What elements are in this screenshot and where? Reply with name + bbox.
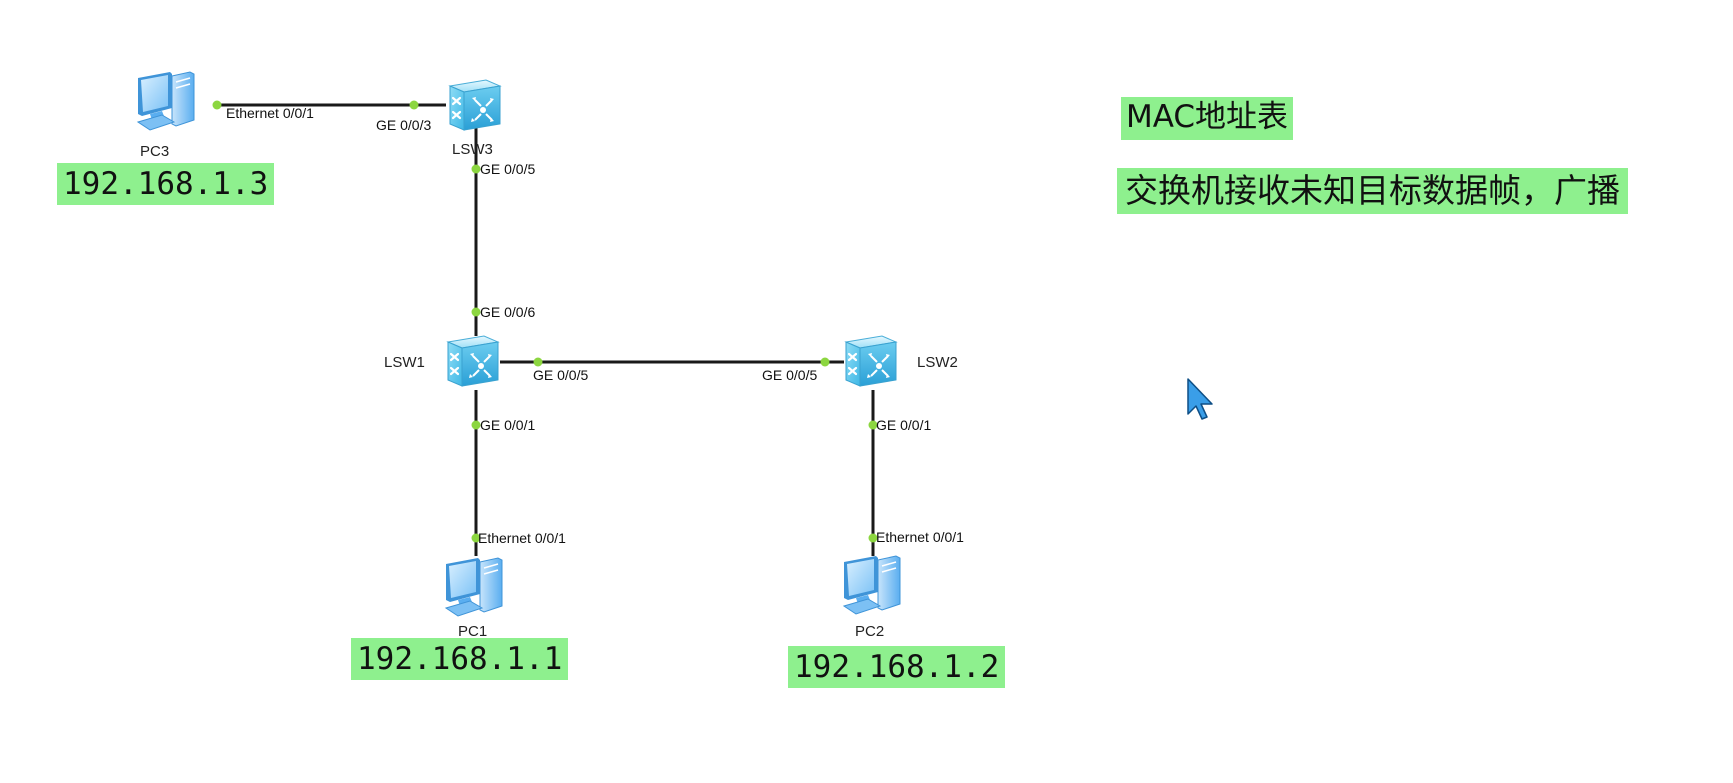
l3-switch-icon [446, 334, 500, 388]
port-label-lsw1-ge5: GE 0/0/5 [533, 367, 588, 383]
port-label-pc2-eth: Ethernet 0/0/1 [876, 529, 964, 545]
device-label-pc3: PC3 [140, 143, 169, 160]
note-title: MAC地址表 [1121, 97, 1294, 140]
port-dot-lsw2-ge5 [820, 357, 830, 367]
port-label-lsw1-ge1: GE 0/0/1 [480, 417, 535, 433]
device-pc3[interactable]: PC3 [137, 71, 195, 160]
port-dot-lsw3-ge5 [471, 164, 481, 174]
port-label-pc3-eth: Ethernet 0/0/1 [226, 105, 314, 121]
pc-icon [137, 71, 195, 131]
port-label-pc1-eth: Ethernet 0/0/1 [478, 530, 566, 546]
port-dot-lsw1-ge6 [471, 307, 481, 317]
device-lsw1[interactable]: LSW1 [384, 334, 500, 388]
links [217, 103, 875, 556]
ip-address-pc3: 192.168.1.3 [57, 163, 275, 205]
port-dot-lsw2-ge1 [868, 420, 878, 430]
port-label-lsw3-ge3: GE 0/0/3 [376, 117, 431, 133]
l3-switch-icon [844, 334, 898, 388]
pc-icon [445, 557, 503, 617]
port-dot-lsw3-ge3 [409, 100, 419, 110]
pc-icon [843, 555, 901, 615]
mouse-pointer-icon [1187, 378, 1213, 420]
port-label-lsw2-ge5: GE 0/0/5 [762, 367, 817, 383]
port-dot-lsw1-ge1 [471, 420, 481, 430]
port-label-lsw3-ge5: GE 0/0/5 [480, 161, 535, 177]
device-label-pc1: PC1 [458, 623, 487, 640]
device-label-lsw1: LSW1 [384, 354, 425, 371]
port-dot-pc2-eth [868, 533, 878, 543]
device-lsw3[interactable]: LSW3 [448, 78, 502, 158]
port-dot-pc1-eth [471, 533, 481, 543]
note-body: 交换机接收未知目标数据帧，广播 [1117, 168, 1628, 214]
port-dot-pc3-eth [212, 100, 222, 110]
device-label-lsw3: LSW3 [452, 141, 493, 158]
device-label-lsw2: LSW2 [917, 354, 958, 371]
device-lsw2[interactable]: LSW2 [844, 334, 958, 388]
device-pc1[interactable]: PC1 [445, 557, 503, 640]
port-label-lsw2-ge1: GE 0/0/1 [876, 417, 931, 433]
ip-address-pc2: 192.168.1.2 [788, 646, 1006, 688]
port-dots [212, 100, 878, 543]
port-dot-lsw1-ge5 [533, 357, 543, 367]
port-labels: Ethernet 0/0/1 GE 0/0/3 GE 0/0/5 GE 0/0/… [226, 105, 964, 546]
ip-address-pc1: 192.168.1.1 [351, 638, 569, 680]
device-label-pc2: PC2 [855, 623, 884, 640]
l3-switch-icon [448, 78, 502, 132]
device-pc2[interactable]: PC2 [843, 555, 901, 640]
port-label-lsw1-ge6: GE 0/0/6 [480, 304, 535, 320]
